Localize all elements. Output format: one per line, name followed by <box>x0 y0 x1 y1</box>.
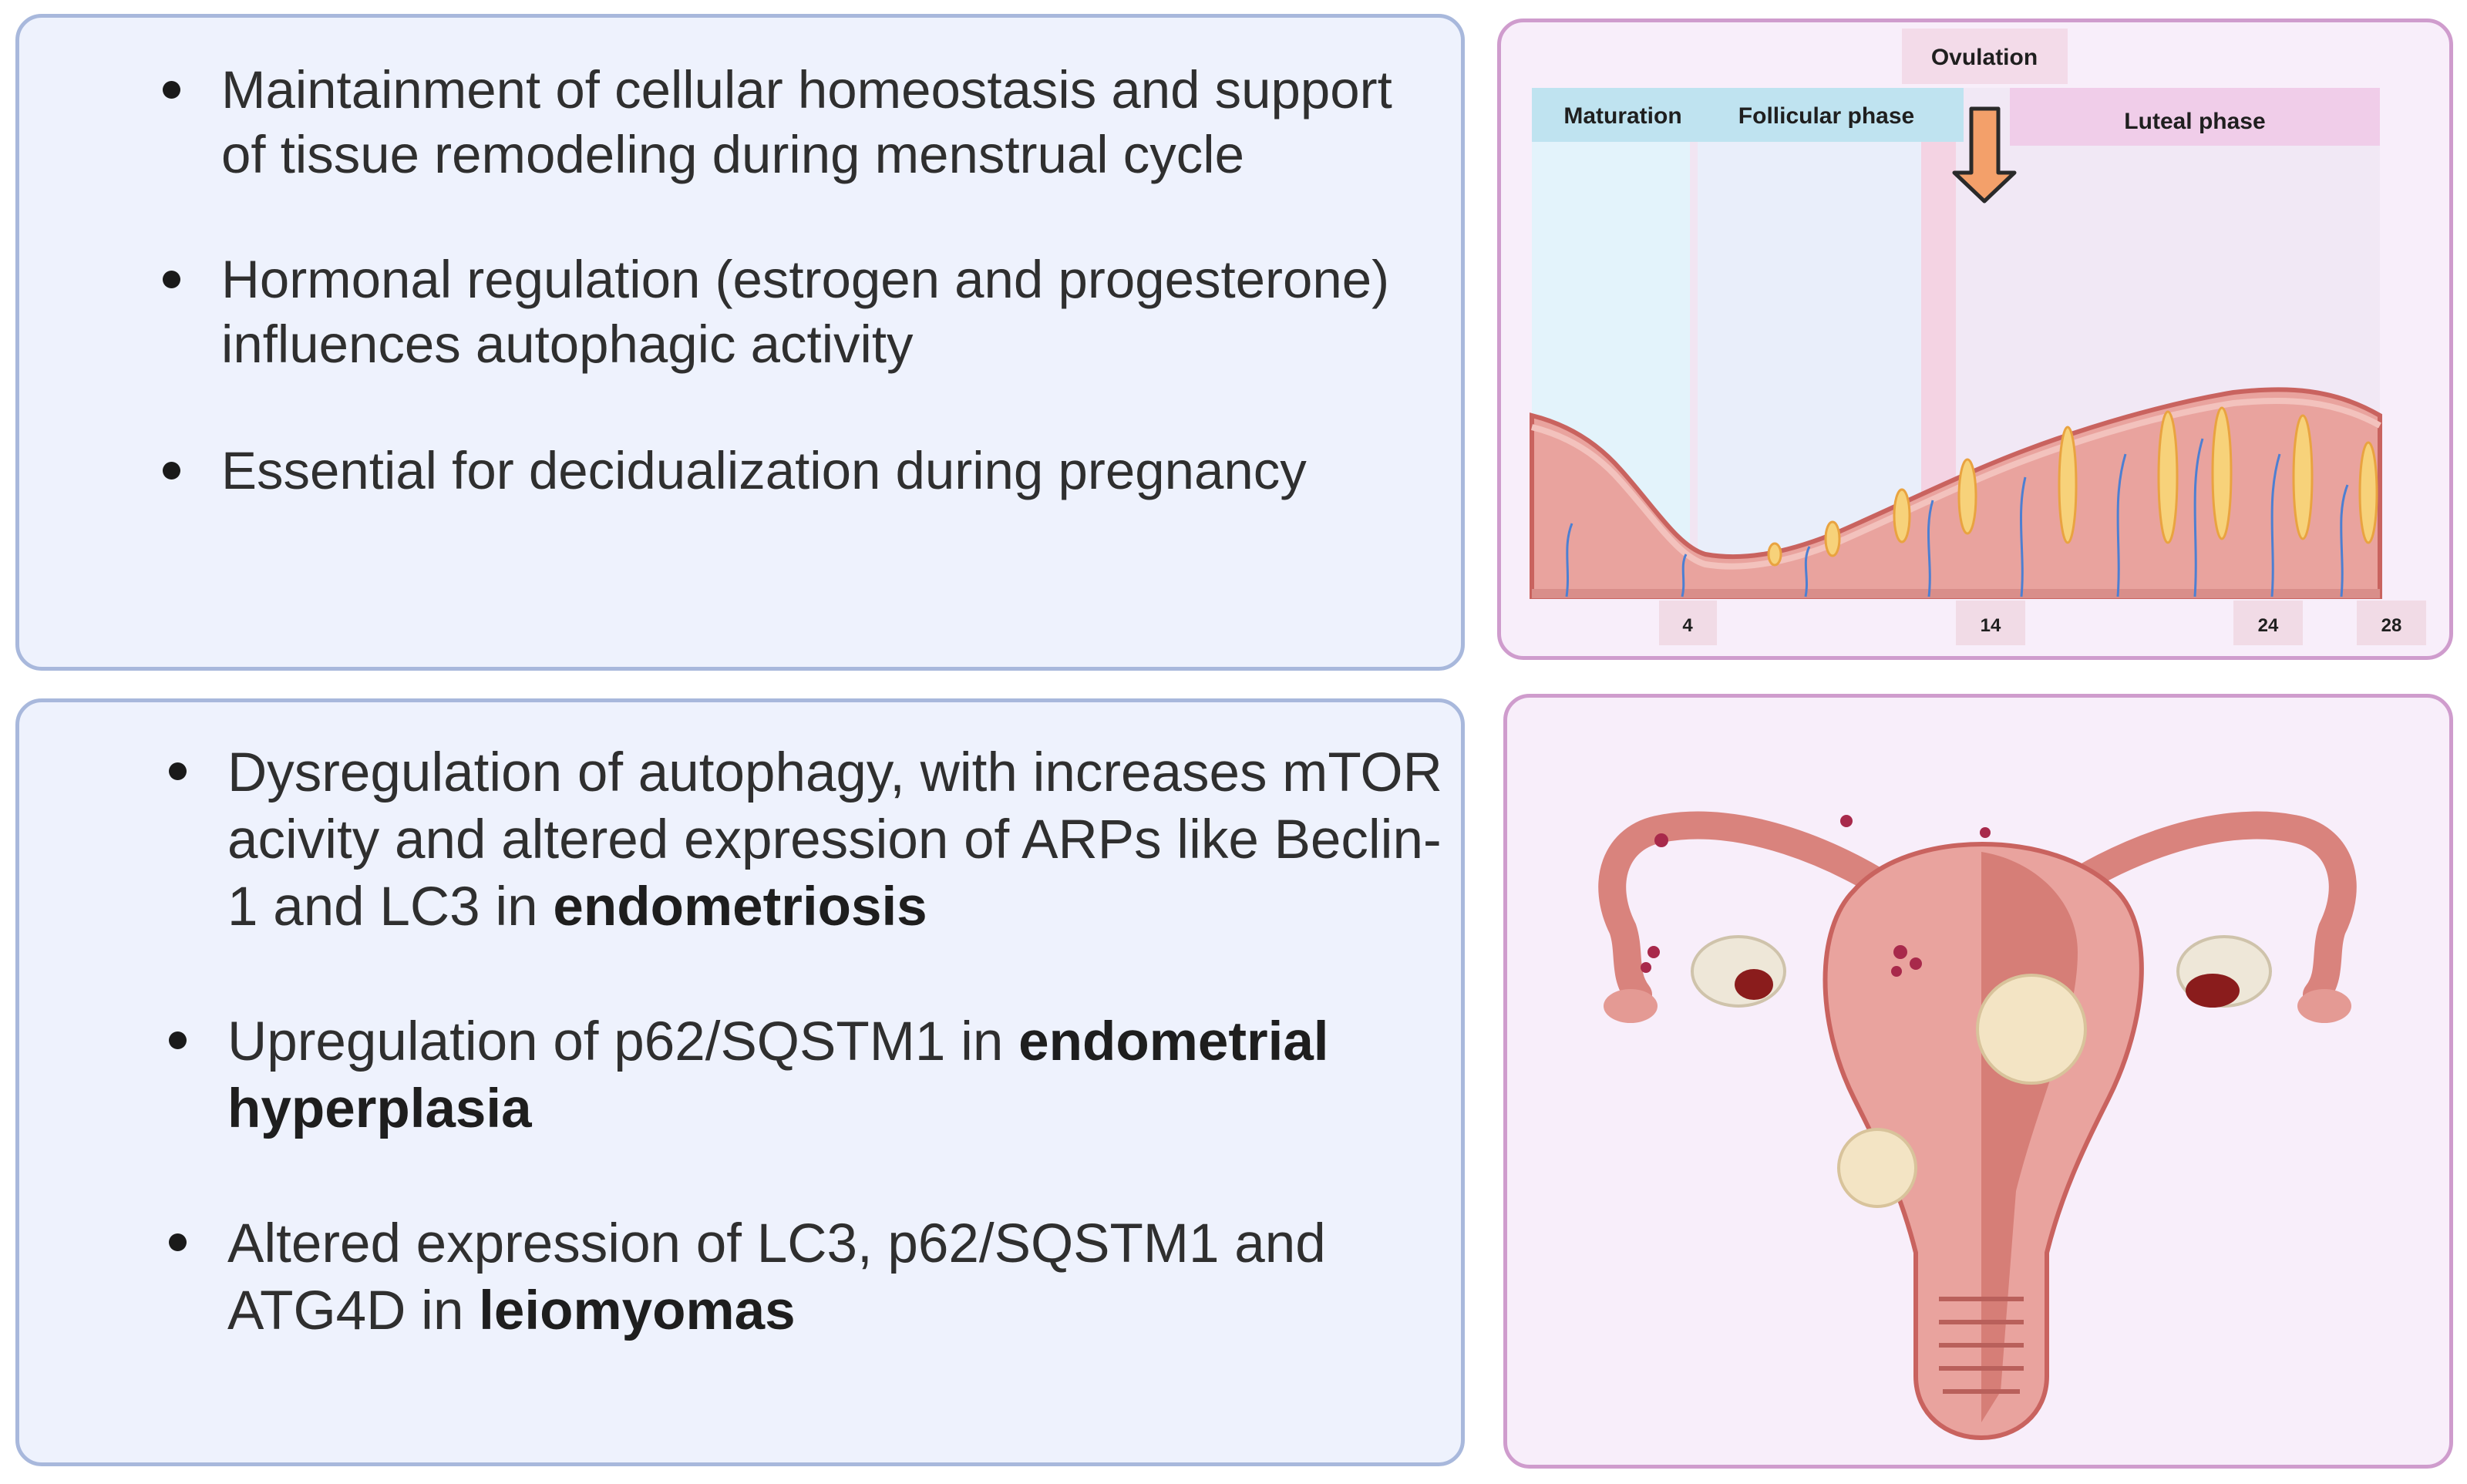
pathology-bullet: Upregulation of p62/SQSTM1 in endometria… <box>169 1008 1453 1142</box>
bullet-dot-icon <box>169 1233 187 1251</box>
ovulation-band <box>1902 29 2068 84</box>
left-ovary-cyst <box>1735 969 1773 1000</box>
physiology-bullet-list: Maintainment of cellular homeostasis and… <box>163 58 1447 564</box>
physiology-bullet: Hormonal regulation (estrogen and proges… <box>163 247 1447 377</box>
day-tick-label: 4 <box>1682 615 1693 636</box>
endometrial-glands <box>1767 406 2378 567</box>
day-tick-label: 28 <box>2381 615 2402 636</box>
endometrium-surface <box>1531 397 2381 570</box>
follicular-label: Follicular phase <box>1738 103 1914 129</box>
condition-name: leiomyomas <box>479 1280 796 1341</box>
physiology-bullet: Essential for decidualization during pre… <box>163 439 1447 503</box>
menstrual-cycle-diagram: Ovulation Maturation Follicular phase Lu… <box>1530 29 2426 645</box>
myometrium-base <box>1532 589 2380 598</box>
day-tick-box <box>1659 601 1717 645</box>
bullet-text: Hormonal regulation (estrogen and proges… <box>221 250 1390 374</box>
bullet-dot-icon <box>163 81 180 99</box>
luteal-label: Luteal phase <box>2124 109 2265 134</box>
fimbriae <box>1604 989 2351 1023</box>
pathology-bullet-list: Dysregulation of autophagy, with increas… <box>169 739 1453 1412</box>
menstrual-cycle-panel: Ovulation Maturation Follicular phase Lu… <box>1497 19 2453 660</box>
bullet-text: Essential for decidualization during pre… <box>221 441 1307 500</box>
pathology-bullet: Dysregulation of autophagy, with increas… <box>169 739 1453 941</box>
bullet-dot-icon <box>163 271 180 288</box>
column-divider <box>1690 88 1698 597</box>
bullet-dot-icon <box>169 762 187 780</box>
bullet-dot-icon <box>163 462 180 480</box>
bullet-text: Maintainment of cellular homeostasis and… <box>221 60 1392 184</box>
endometriosis-lesions <box>1641 815 1991 977</box>
fibroid <box>1976 974 2087 1085</box>
pathology-panel: Dysregulation of autophagy, with increas… <box>15 698 1465 1466</box>
luteal-band <box>2010 88 2380 146</box>
day-tick-label: 24 <box>2258 615 2279 636</box>
day-tick-box <box>1956 601 2025 645</box>
left-ovary <box>1691 935 1786 1008</box>
right-ovary-cyst <box>2186 974 2240 1008</box>
condition-name: endometriosis <box>553 877 927 937</box>
maturation-label: Maturation <box>1563 103 1681 129</box>
uterus-panel <box>1503 694 2453 1469</box>
follicular-band <box>1532 88 1964 142</box>
right-fallopian-tube <box>2033 811 2357 1008</box>
ovulation-arrow-icon <box>1952 106 2017 204</box>
condition-name: endometrial hyperplasia <box>227 1011 1329 1139</box>
physiology-panel: Maintainment of cellular homeostasis and… <box>15 14 1465 671</box>
vaginal-canal <box>1939 1297 2024 1394</box>
physiology-bullet: Maintainment of cellular homeostasis and… <box>163 58 1447 187</box>
ovulation-label: Ovulation <box>1931 45 2038 70</box>
left-fallopian-tube <box>1598 811 1922 1008</box>
spiral-arteries <box>1565 438 2349 597</box>
uterus-illustration-icon <box>1598 811 2357 1441</box>
bullet-text: Altered expression of LC3, p62/SQSTM1 an… <box>227 1213 1326 1341</box>
fibroid <box>1837 1128 1917 1208</box>
day-tick-box <box>2233 601 2303 645</box>
day-tick-label: 14 <box>1981 615 2001 636</box>
bullet-text: Dysregulation of autophagy, with increas… <box>227 742 1442 937</box>
bullet-dot-icon <box>169 1031 187 1049</box>
day-tick-box <box>2357 601 2426 645</box>
pathology-bullet: Altered expression of LC3, p62/SQSTM1 an… <box>169 1210 1453 1344</box>
bullet-text: Upregulation of p62/SQSTM1 in <box>227 1011 1019 1072</box>
